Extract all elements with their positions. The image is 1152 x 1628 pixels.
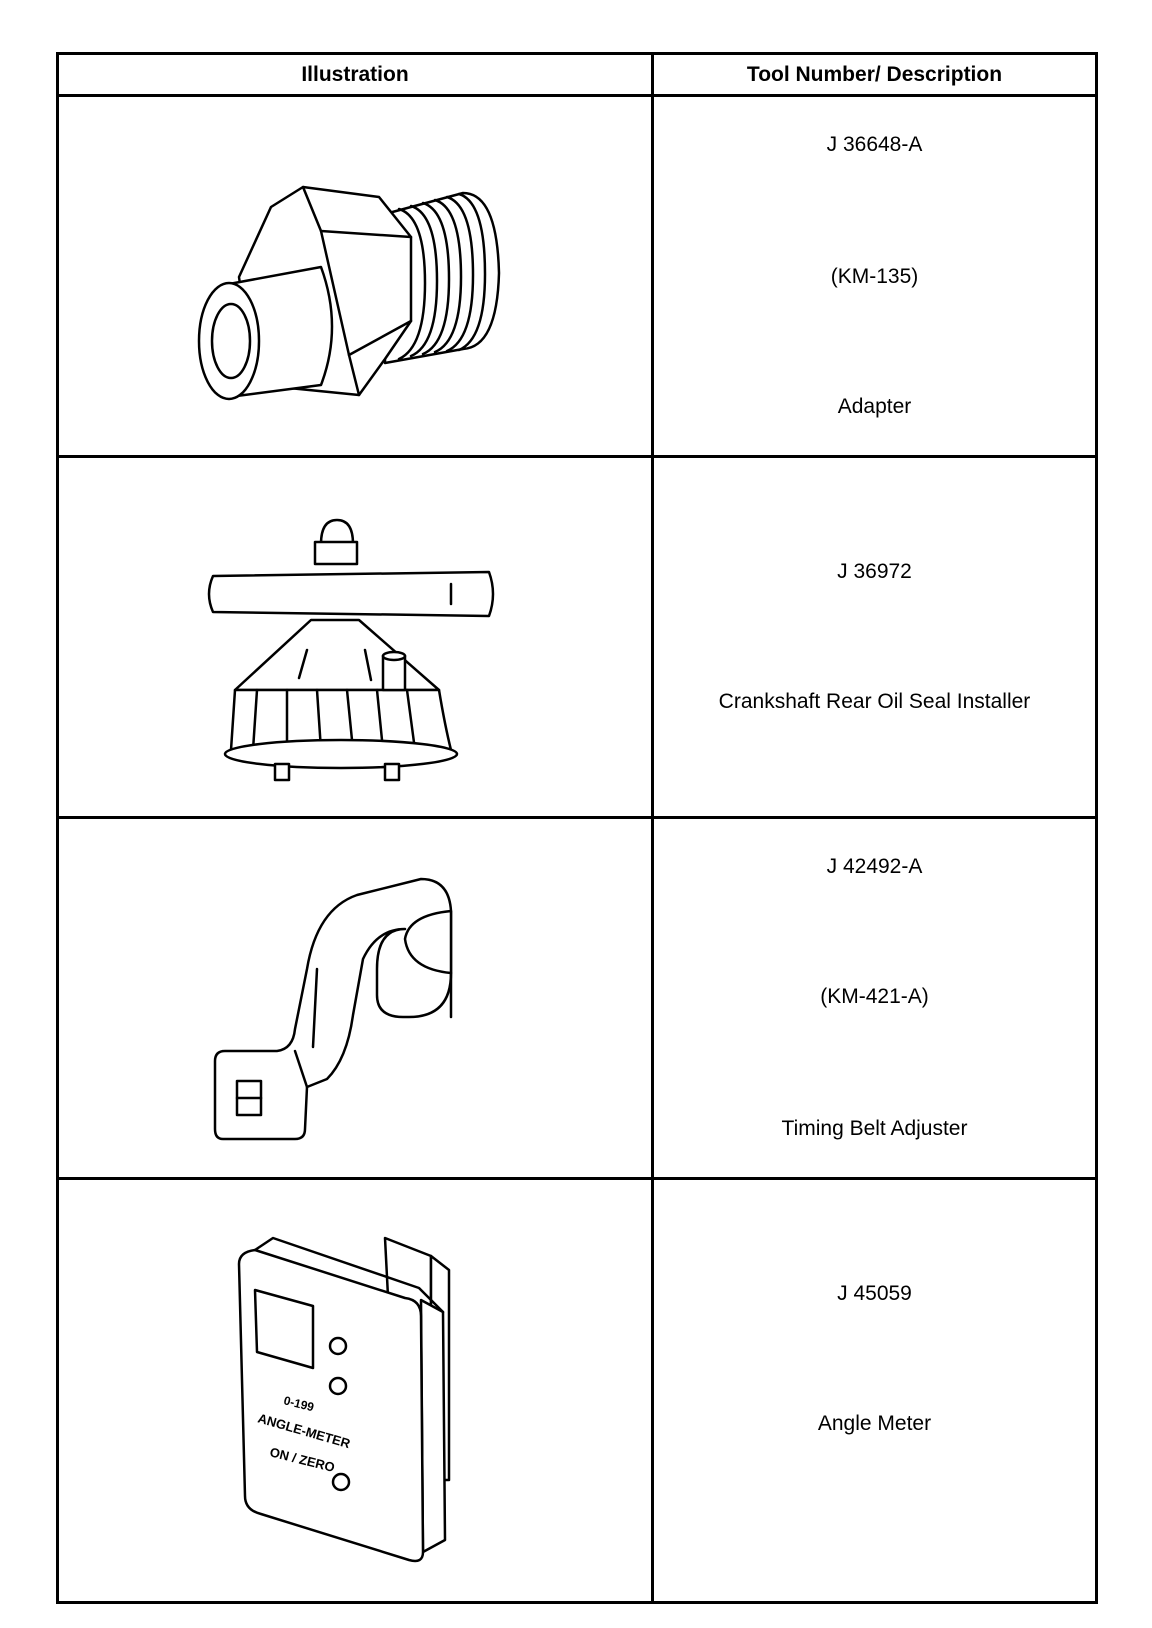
tool-alt-number: (KM-135): [830, 265, 919, 288]
tool-number: J 45059: [837, 1282, 912, 1305]
angle-meter-icon: 0-199 ANGLE-METER ON / ZERO: [237, 1236, 451, 1563]
description-cell: J 45059 Angle Meter: [654, 1180, 1095, 1601]
header-tool-description: Tool Number/ Description: [746, 63, 1003, 86]
description-cell: J 36648-A (KM-135) Adapter: [654, 97, 1095, 455]
illustration-cell: [59, 97, 651, 455]
adapter-icon: [197, 185, 501, 401]
illustration-cell: [59, 819, 651, 1177]
tool-table: Illustration Tool Number/ Description: [56, 52, 1098, 1604]
header-illustration: Illustration: [301, 63, 409, 86]
illustration-cell: 0-199 ANGLE-METER ON / ZERO: [59, 1180, 651, 1601]
tool-number: J 42492-A: [826, 855, 923, 878]
tool-number: J 36972: [837, 560, 912, 583]
description-cell: J 42492-A (KM-421-A) Timing Belt Adjuste…: [654, 819, 1095, 1177]
table-row: J 36648-A (KM-135) Adapter: [59, 97, 1095, 458]
belt-adjuster-icon: [213, 877, 453, 1141]
illustration-cell: [59, 458, 651, 816]
tool-description: Adapter: [837, 395, 912, 418]
tool-description: Timing Belt Adjuster: [781, 1117, 968, 1140]
description-cell: J 36972 Crankshaft Rear Oil Seal Install…: [654, 458, 1095, 816]
table-row: 0-199 ANGLE-METER ON / ZERO J 45059 Angl…: [59, 1180, 1095, 1601]
table-row: J 42492-A (KM-421-A) Timing Belt Adjuste…: [59, 819, 1095, 1180]
tool-description: Crankshaft Rear Oil Seal Installer: [718, 690, 1031, 713]
table-row: J 36972 Crankshaft Rear Oil Seal Install…: [59, 458, 1095, 819]
tool-alt-number: (KM-421-A): [820, 985, 929, 1008]
tool-description: Angle Meter: [817, 1412, 932, 1435]
seal-installer-icon: [207, 518, 495, 782]
table-header: Illustration Tool Number/ Description: [59, 55, 1095, 97]
tool-number: J 36648-A: [826, 133, 923, 156]
column-divider: [651, 55, 654, 1601]
